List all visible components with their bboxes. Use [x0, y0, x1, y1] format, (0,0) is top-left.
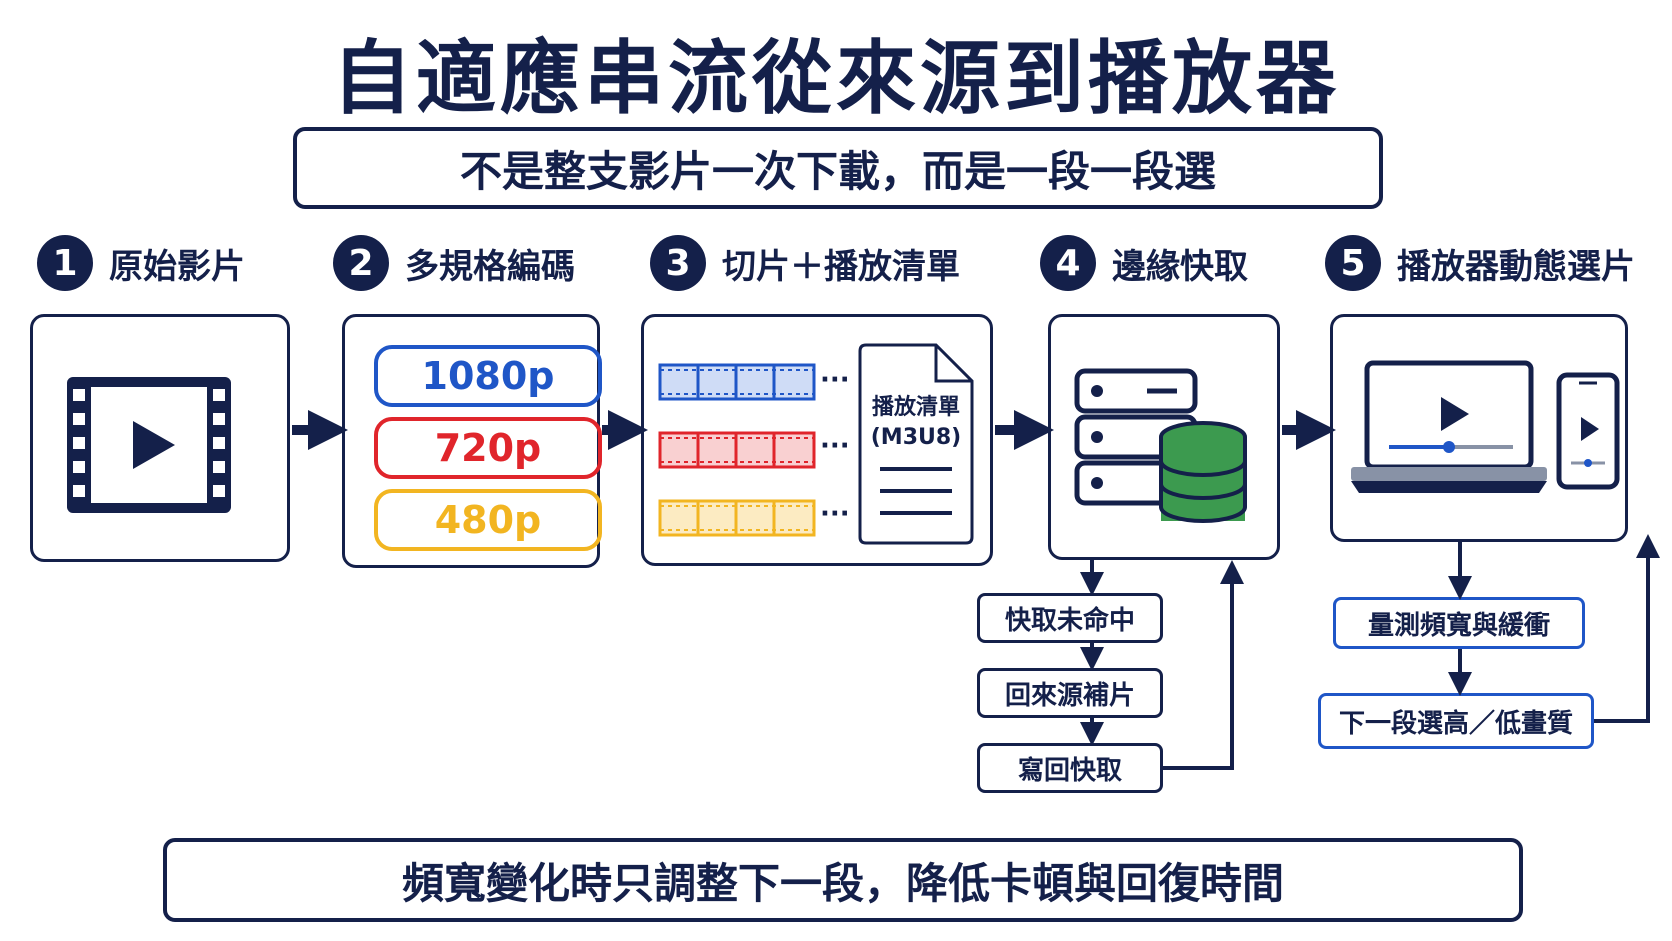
- film-play-icon: [67, 377, 231, 513]
- ellipsis-red: ···: [820, 431, 850, 461]
- step-4-header: 4 邊緣快取: [1040, 235, 1248, 291]
- step-1-number: 1: [37, 235, 93, 291]
- arrow-select-to-player: [1594, 534, 1660, 723]
- page-title: 自適應串流從來源到播放器: [332, 32, 1340, 125]
- step-3-card: ··· ··· ··· 播放清單 (M3U8): [641, 314, 993, 566]
- playlist-format: (M3U8): [870, 425, 962, 450]
- playlist-label: 播放清單: [871, 395, 960, 420]
- resolution-1080p: 1080p: [374, 345, 602, 407]
- step-5-label: 播放器動態選片: [1397, 246, 1635, 287]
- resolution-480p: 480p: [374, 489, 602, 551]
- step-1-label: 原始影片: [109, 246, 245, 287]
- step-1-card: [30, 314, 290, 562]
- step-2-header: 2 多規格編碼: [333, 235, 575, 291]
- step-1-header: 1 原始影片: [37, 235, 245, 291]
- step-3-header: 3 切片＋播放清單: [650, 235, 960, 291]
- footer-banner: 頻寬變化時只調整下一段，降低卡頓與回復時間: [163, 838, 1523, 922]
- subtitle-banner: 不是整支影片一次下載，而是一段一段選: [293, 127, 1383, 209]
- step-3-label: 切片＋播放清單: [722, 246, 960, 287]
- ellipsis-yellow: ···: [820, 499, 850, 529]
- origin-fetch-box: 回來源補片: [977, 668, 1163, 718]
- ellipsis-blue: ···: [820, 365, 850, 395]
- server-database-icon: [1074, 368, 1247, 523]
- laptop-phone-icon: [1351, 360, 1620, 493]
- resolution-720p: 720p: [374, 417, 602, 479]
- step-2-number: 2: [333, 235, 389, 291]
- select-quality-box: 下一段選高／低畫質: [1318, 693, 1594, 749]
- segment-strip-yellow: [658, 499, 816, 537]
- step-3-number: 3: [650, 235, 706, 291]
- playlist-document-icon: [858, 343, 974, 545]
- measure-bandwidth-box: 量測頻寬與緩衝: [1333, 597, 1585, 649]
- cache-miss-box: 快取未命中: [977, 593, 1163, 643]
- arrow-writeback-to-cache: [1163, 560, 1244, 770]
- write-back-box: 寫回快取: [977, 743, 1163, 793]
- step-4-card: [1048, 314, 1280, 560]
- segment-strip-red: [658, 431, 816, 469]
- segment-strip-blue: [658, 363, 816, 401]
- step-5-card: [1330, 314, 1628, 542]
- step-5-header: 5 播放器動態選片: [1325, 235, 1635, 291]
- step-2-card: 1080p 720p 480p: [342, 314, 602, 568]
- step-5-number: 5: [1325, 235, 1381, 291]
- step-4-number: 4: [1040, 235, 1096, 291]
- segment-strips: [658, 343, 974, 545]
- step-4-label: 邊緣快取: [1112, 246, 1248, 287]
- step-2-label: 多規格編碼: [405, 246, 575, 287]
